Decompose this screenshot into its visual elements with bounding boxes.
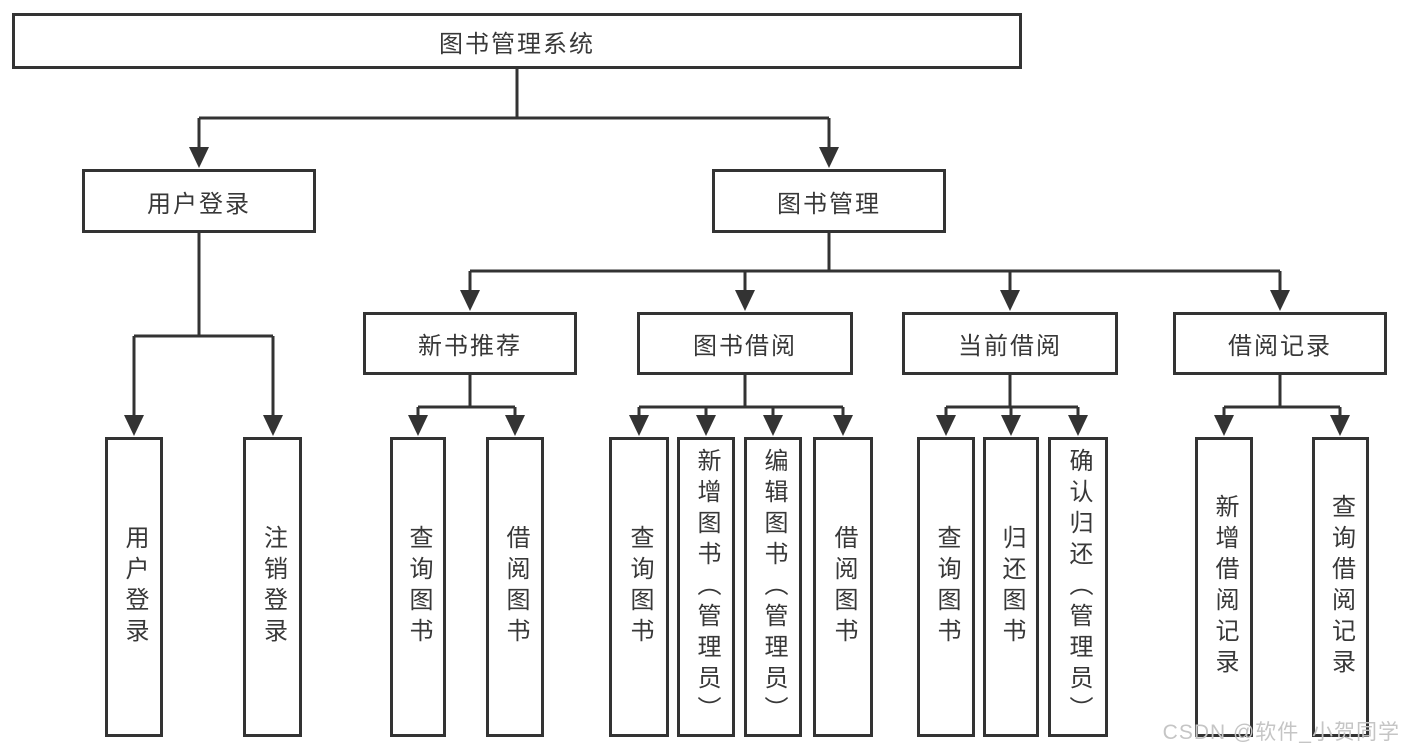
node-borrow-records: 借阅记录 xyxy=(1173,312,1387,375)
node-root: 图书管理系统 xyxy=(12,13,1022,69)
leaf-label: 查询图书 xyxy=(405,525,432,649)
node-book-management: 图书管理 xyxy=(712,169,946,233)
node-new-book-recommend: 新书推荐 xyxy=(363,312,577,375)
node-leaf-logout: 注销登录 xyxy=(243,437,302,737)
leaf-label: 借阅图书 xyxy=(502,525,529,649)
node-leaf-return-books: 归还图书 xyxy=(983,437,1039,737)
leaf-label: 确认归还（管理员） xyxy=(1065,447,1092,727)
node-leaf-query-books-recommend: 查询图书 xyxy=(390,437,446,737)
leaf-label: 编辑图书（管理员） xyxy=(760,447,787,727)
node-book-borrow: 图书借阅 xyxy=(637,312,853,375)
node-leaf-query-books-current: 查询图书 xyxy=(917,437,975,737)
leaf-label: 查询图书 xyxy=(626,525,653,649)
leaf-label: 新增借阅记录 xyxy=(1211,494,1238,680)
node-leaf-add-borrow-record: 新增借阅记录 xyxy=(1195,437,1253,737)
node-leaf-borrow-books-borrow: 借阅图书 xyxy=(813,437,873,737)
connector-lines xyxy=(132,69,1342,419)
leaf-label: 借阅图书 xyxy=(830,525,857,649)
arrowheads xyxy=(124,147,1350,436)
node-leaf-query-borrow-record: 查询借阅记录 xyxy=(1312,437,1369,737)
leaf-label: 用户登录 xyxy=(121,525,148,649)
leaf-label: 注销登录 xyxy=(259,525,287,649)
leaf-label: 查询借阅记录 xyxy=(1327,494,1355,680)
node-leaf-edit-book-admin: 编辑图书（管理员） xyxy=(744,437,802,737)
node-leaf-query-books-borrow: 查询图书 xyxy=(609,437,669,737)
leaf-label: 新增图书（管理员） xyxy=(693,447,720,727)
node-leaf-confirm-return-admin: 确认归还（管理员） xyxy=(1048,437,1108,737)
leaf-label: 归还图书 xyxy=(998,525,1025,649)
leaf-label: 查询图书 xyxy=(933,525,960,649)
node-current-borrow: 当前借阅 xyxy=(902,312,1118,375)
node-leaf-add-book-admin: 新增图书（管理员） xyxy=(677,437,735,737)
csdn-watermark: CSDN @软件_小贺同学 xyxy=(1162,721,1400,744)
node-leaf-user-login: 用户登录 xyxy=(105,437,163,737)
node-leaf-borrow-books-recommend: 借阅图书 xyxy=(486,437,544,737)
node-user-login: 用户登录 xyxy=(82,169,316,233)
